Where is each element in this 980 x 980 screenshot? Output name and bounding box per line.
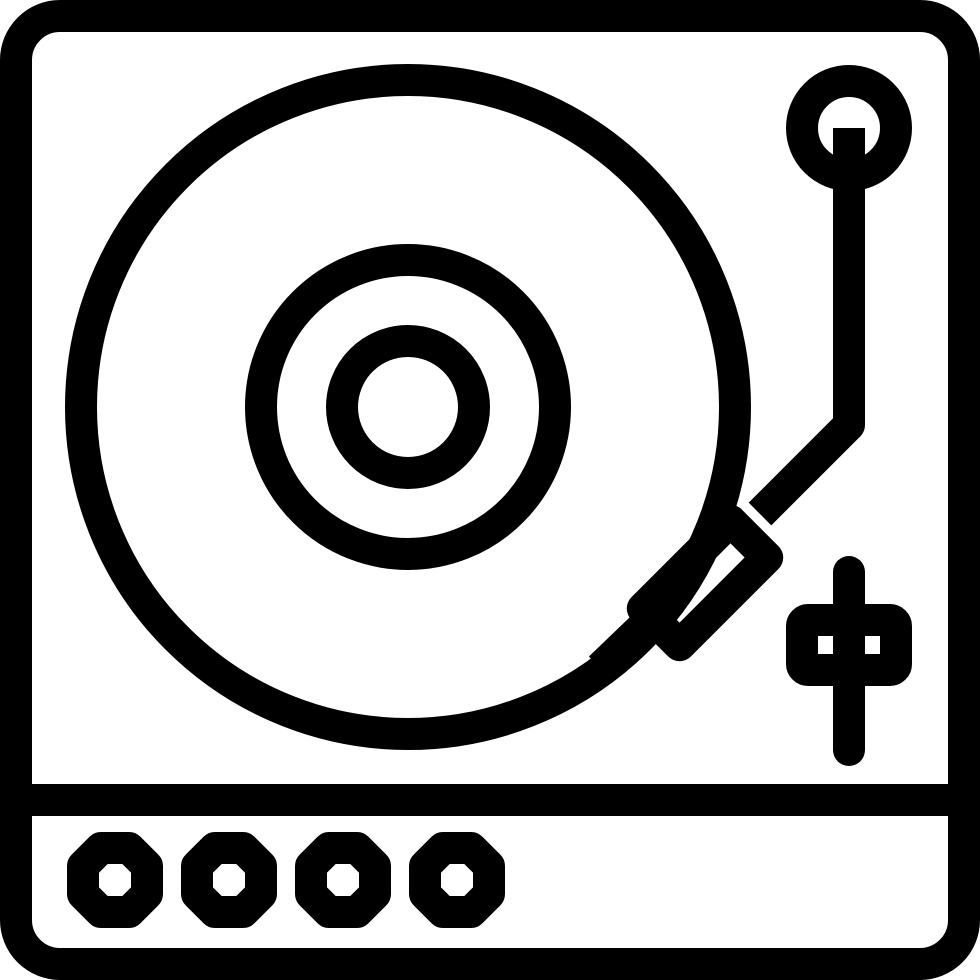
control-buttons (67, 832, 505, 928)
control-button (181, 832, 277, 928)
control-button (409, 832, 505, 928)
slider-knob (786, 604, 912, 686)
pitch-slider (786, 556, 912, 766)
platter (65, 64, 751, 750)
record-label (245, 244, 571, 570)
tonearm-arm (748, 128, 865, 526)
control-button (295, 832, 391, 928)
spindle (326, 325, 490, 489)
tonearm (588, 65, 912, 680)
tonearm-head (626, 504, 784, 662)
control-button (67, 832, 163, 928)
